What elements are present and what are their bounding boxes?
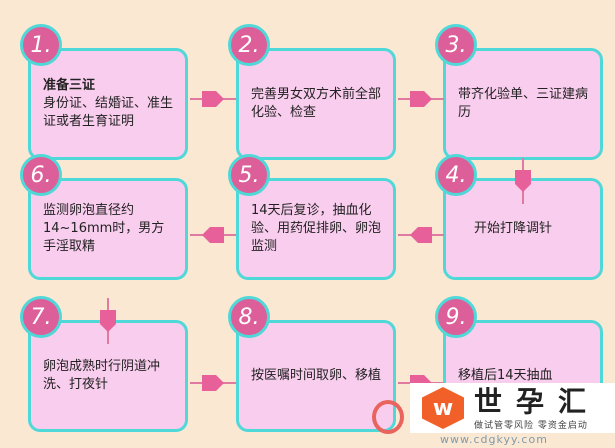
step-number-badge: 3. (435, 24, 477, 66)
arrow-down-icon (100, 298, 116, 344)
step-number-badge: 6. (20, 154, 62, 196)
watermark: www.cdgkyy.com (440, 433, 548, 446)
brand-slogan: 做试管零风险 零资金启动 (474, 420, 588, 431)
step-text: 开始打降调针 (474, 221, 553, 236)
step-title: 准备三证 (43, 78, 96, 93)
brand-logo: w 世孕汇 做试管零风险 零资金启动 (410, 383, 615, 433)
step-text: 移植后14天抽血 (458, 368, 553, 383)
step-number-badge: 9. (435, 296, 477, 338)
step-box-1: 准备三证身份证、结婚证、准生证或者生育证明 (28, 48, 188, 160)
step-number-badge: 8. (228, 296, 270, 338)
step-box-6: 监测卵泡直径约14~16mm时，男方手淫取精 (28, 178, 188, 280)
step-text: 身份证、结婚证、准生证或者生育证明 (43, 96, 174, 129)
step-text: 监测卵泡直径约14~16mm时，男方手淫取精 (43, 203, 165, 254)
arrow-right-icon (190, 91, 236, 107)
step-number-badge: 7. (20, 296, 62, 338)
step-text: 按医嘱时间取卵、移植 (251, 368, 382, 383)
arrow-down-icon (515, 158, 531, 204)
logo-hex-icon: w (422, 387, 464, 429)
step-number-badge: 2. (228, 24, 270, 66)
step-text: 14天后复诊，抽血化验、用药促排卵、卵泡监测 (251, 203, 382, 254)
step-box-2: 完善男女双方术前全部化验、检查 (236, 48, 396, 160)
step-number-badge: 1. (20, 24, 62, 66)
step-box-5: 14天后复诊，抽血化验、用药促排卵、卵泡监测 (236, 178, 396, 280)
brand-name: 世孕汇 (474, 384, 601, 418)
arrow-right-icon (190, 375, 236, 391)
step-text: 卵泡成熟时行阴道冲洗、打夜针 (43, 359, 161, 392)
arrow-left-icon (190, 227, 236, 243)
step-text: 完善男女双方术前全部化验、检查 (251, 87, 382, 120)
step-number-badge: 5. (228, 154, 270, 196)
step-number-badge: 4. (435, 154, 477, 196)
step-box-8: 按医嘱时间取卵、移植 (236, 320, 396, 432)
step-text: 带齐化验单、三证建病历 (458, 87, 589, 120)
step-box-3: 带齐化验单、三证建病历 (443, 48, 603, 160)
arrow-right-icon (398, 91, 444, 107)
arrow-left-icon (398, 227, 444, 243)
apple-logo-icon (372, 400, 404, 434)
